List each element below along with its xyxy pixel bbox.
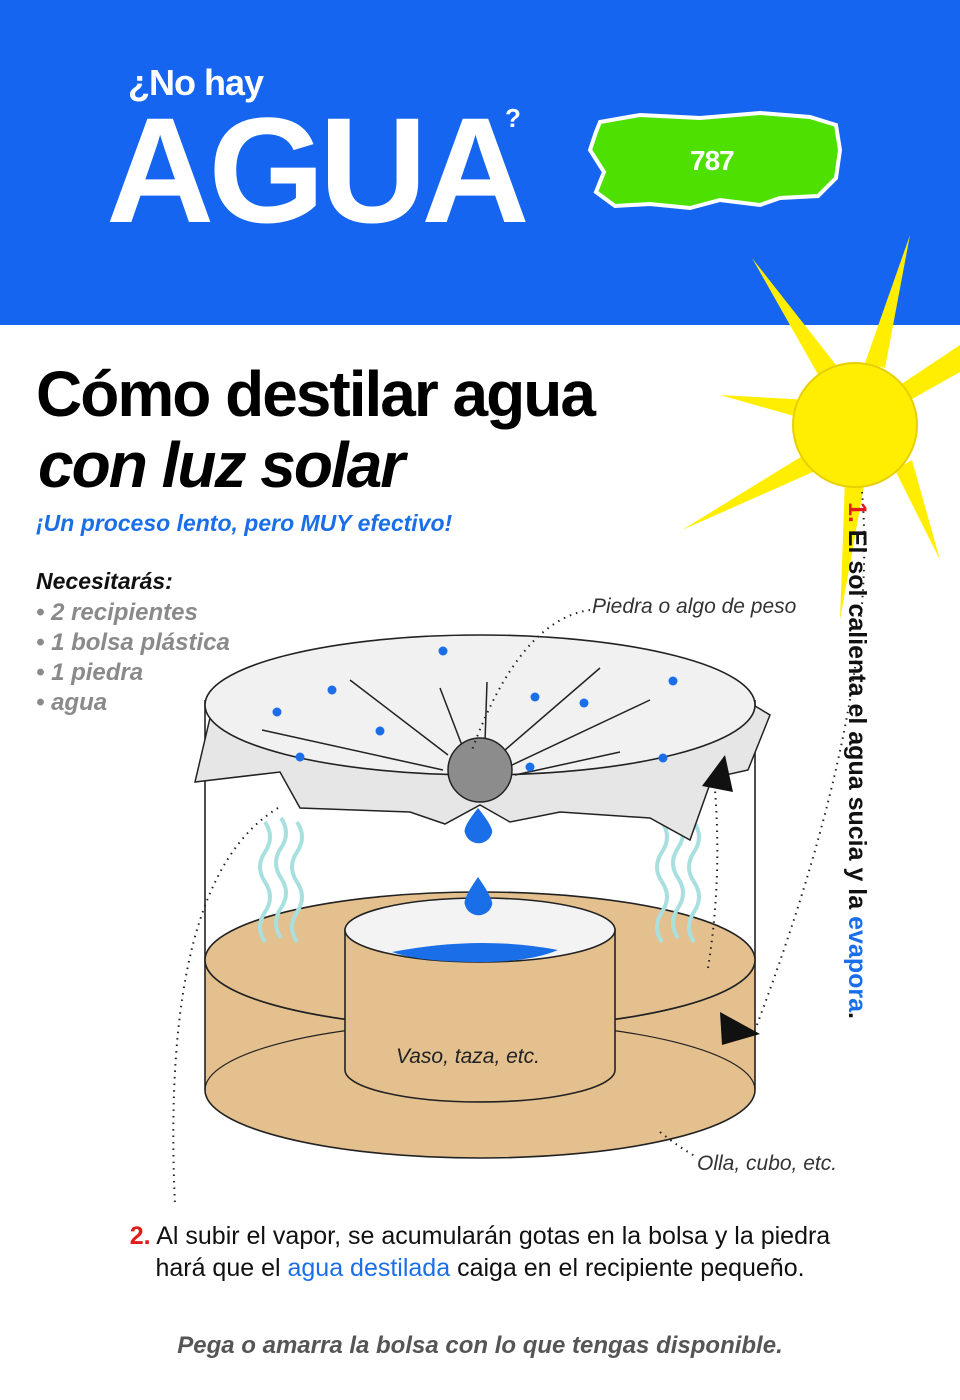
sun-icon <box>682 235 960 620</box>
needs-list: • 2 recipientes • 1 bolsa plástica • 1 p… <box>36 598 230 718</box>
cup-label: Vaso, taza, etc. <box>396 1045 540 1068</box>
main-title: AGUA <box>106 86 530 254</box>
step1-text: 1. El sol calienta el agua sucia y la ev… <box>842 502 871 1019</box>
stone-label: Piedra o algo de peso <box>592 595 797 618</box>
needs-heading: Necesitarás: <box>36 568 173 594</box>
list-item: • 1 bolsa plástica <box>36 629 230 656</box>
stone <box>447 737 513 803</box>
step2-body-a: Al subir el vapor, se acumularán gotas e… <box>150 1222 831 1250</box>
inner-cup <box>344 897 616 1103</box>
list-item: • 2 recipientes <box>36 599 198 626</box>
step1-body: El sol calienta el agua sucia y la <box>843 522 871 917</box>
pot-label: Olla, cubo, etc. <box>697 1152 838 1175</box>
step2-number: 2. <box>129 1222 151 1250</box>
plastic-bag <box>194 634 771 842</box>
steam-wave-icon <box>258 816 701 944</box>
rise-path <box>707 789 719 969</box>
step2-body-b: hará que el <box>155 1254 288 1282</box>
step1-number: 1. <box>843 502 871 523</box>
list-item: • agua <box>36 689 108 716</box>
distilled-water <box>392 942 558 962</box>
step2-line2: hará que el agua destilada caiga en el r… <box>0 1252 960 1284</box>
area-code: 787 <box>690 145 735 176</box>
puerto-rico-island-icon <box>587 110 843 211</box>
step2-line1: 2. Al subir el vapor, se acumularán gota… <box>0 1220 960 1252</box>
page-title: Cómo destilar agua <box>36 358 596 430</box>
pot-leader <box>659 1131 696 1157</box>
step1-end: . <box>843 1012 871 1019</box>
step1-highlight: evapora <box>843 916 871 1012</box>
page-title-line2: con luz solar <box>38 429 405 501</box>
list-item: • 1 piedra <box>36 659 144 686</box>
subtitle: ¡Un proceso lento, pero MUY efectivo! <box>36 510 453 536</box>
question-mark: ? <box>505 103 521 133</box>
pre-title: ¿No hay <box>128 62 264 103</box>
step2-text: 2. Al subir el vapor, se acumularán gota… <box>0 1220 960 1284</box>
water-drop-icon <box>464 808 493 916</box>
arrow-head-icon <box>702 755 760 1045</box>
step2-highlight: agua destilada <box>287 1254 451 1282</box>
footer-note: Pega o amarra la bolsa con lo que tengas… <box>177 1332 783 1359</box>
step2-path <box>172 807 279 1206</box>
step2-body-c: caiga en el recipiente pequeño. <box>450 1254 805 1282</box>
